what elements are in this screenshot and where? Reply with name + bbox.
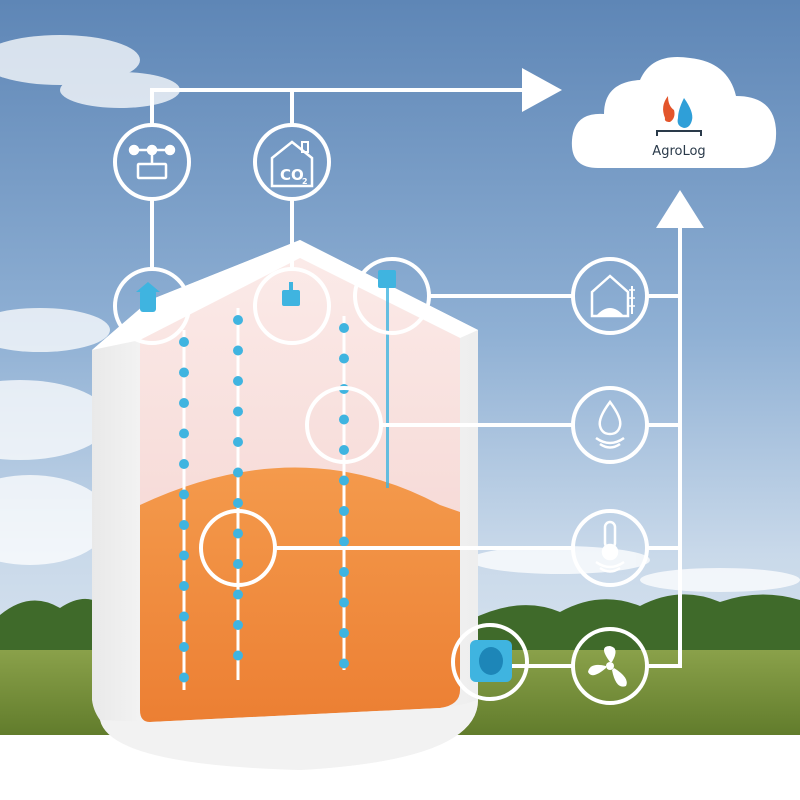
focus-ring-roof-weather bbox=[113, 267, 191, 345]
cable-sensor-node bbox=[339, 536, 349, 547]
focus-ring-roof-co2 bbox=[253, 267, 331, 345]
sensor-ring-grain-level[interactable] bbox=[571, 257, 649, 335]
cable-sensor-node bbox=[233, 498, 243, 508]
cable-sensor-node bbox=[233, 437, 243, 447]
cable-sensor-node bbox=[179, 642, 189, 652]
roof-sensor-co2 bbox=[282, 282, 300, 306]
cable-sensor-node bbox=[233, 467, 243, 478]
arrow-to-cloud bbox=[522, 68, 562, 112]
silo-roof-edge bbox=[92, 240, 478, 350]
connection-lines bbox=[150, 88, 682, 668]
cable-sensor-node bbox=[179, 428, 189, 439]
cable-sensor-node bbox=[233, 620, 243, 630]
cable-sensor-node bbox=[179, 459, 189, 469]
cable-sensor-node bbox=[339, 475, 349, 486]
cable-sensor-node bbox=[339, 353, 349, 364]
weather-station-icon bbox=[128, 144, 176, 180]
cable-sensor-node bbox=[179, 550, 189, 561]
arrow-up-to-cloud bbox=[656, 190, 704, 228]
silo-floor bbox=[100, 700, 478, 770]
focus-ring-temperature-cable bbox=[199, 509, 277, 587]
roof-sensor-level bbox=[378, 270, 396, 488]
cable-sensor-node bbox=[339, 658, 349, 669]
cable-sensor-node bbox=[179, 672, 189, 683]
cable-sensor-node bbox=[233, 315, 243, 325]
cable-sensor-node bbox=[339, 323, 349, 333]
cable-sensor-node bbox=[233, 559, 243, 569]
cable-sensor-node bbox=[179, 337, 189, 347]
cable-sensor-node bbox=[233, 589, 243, 600]
cable-sensor-node bbox=[233, 528, 243, 539]
cable-sensor-node bbox=[179, 367, 189, 378]
cable-sensor-node bbox=[179, 398, 189, 408]
moisture-sensor-icon bbox=[595, 399, 625, 449]
focus-ring-roof-level bbox=[353, 257, 431, 335]
cable-sensor-node bbox=[233, 345, 243, 356]
cable-sensor-node bbox=[233, 406, 243, 417]
temperature-sensor-icon bbox=[595, 520, 625, 573]
cable-sensor-node bbox=[339, 414, 349, 425]
cable-sensor-node bbox=[179, 611, 189, 622]
sensor-cables bbox=[179, 308, 349, 690]
sensor-ring-temperature[interactable] bbox=[571, 509, 649, 587]
flame-and-drop-icon bbox=[656, 96, 702, 136]
grain-level-icon bbox=[590, 274, 635, 318]
co2-subscript: 2 bbox=[302, 177, 308, 186]
aeration-fan-unit bbox=[470, 640, 512, 682]
cable-sensor-node bbox=[339, 628, 349, 638]
sensor-ring-fan[interactable] bbox=[571, 627, 649, 705]
sensor-ring-weather-station[interactable] bbox=[113, 123, 191, 201]
fan-icon bbox=[588, 646, 627, 687]
agrolog-cloud[interactable]: AgroLog bbox=[571, 56, 777, 168]
grain-bulk bbox=[140, 467, 460, 722]
cable-sensor-node bbox=[179, 581, 189, 591]
cable-sensor-node bbox=[233, 650, 243, 661]
cloud-brand-label: AgroLog bbox=[652, 144, 705, 159]
sensor-ring-co2[interactable]: CO 2 bbox=[253, 123, 331, 201]
focus-ring-fan-unit bbox=[451, 623, 529, 701]
cable-sensor-node bbox=[339, 506, 349, 516]
cable-sensor-node bbox=[339, 567, 349, 577]
co2-label: CO bbox=[280, 166, 304, 184]
cable-sensor-node bbox=[339, 597, 349, 608]
roof-sensor-weather bbox=[136, 282, 160, 312]
cable-sensor-node bbox=[233, 376, 243, 386]
co2-sensor-icon: CO 2 bbox=[270, 140, 314, 188]
tree-line bbox=[0, 594, 800, 660]
sensor-ring-moisture[interactable] bbox=[571, 386, 649, 464]
cable-sensor-node bbox=[179, 520, 189, 530]
focus-ring-moisture-cable bbox=[305, 386, 383, 464]
cable-sensor-node bbox=[339, 445, 349, 455]
cable-sensor-node bbox=[179, 489, 189, 500]
